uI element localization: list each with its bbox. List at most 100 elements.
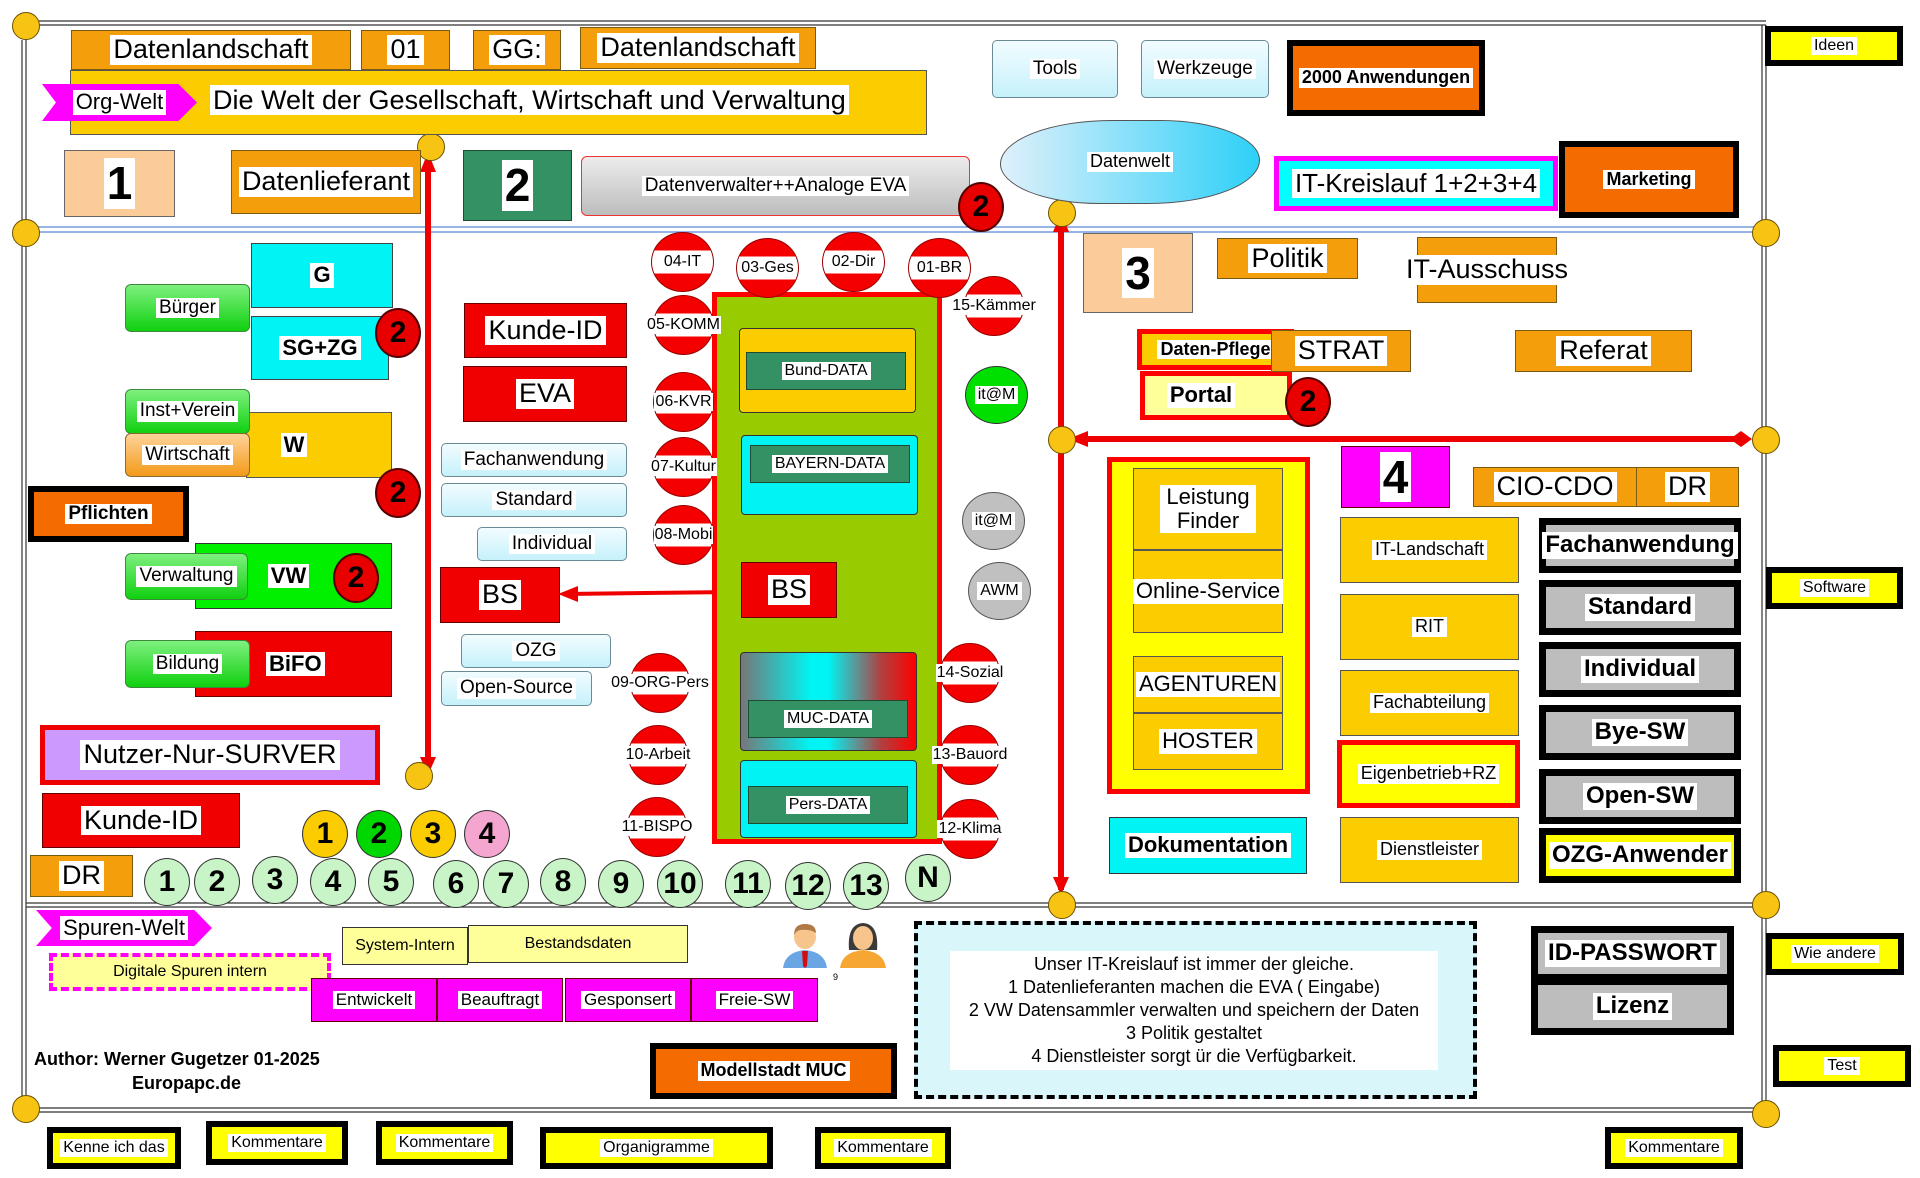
kind-entwickelt[interactable]: Entwickelt [311, 978, 437, 1022]
number-circle[interactable]: 2 [194, 858, 240, 906]
portal-box[interactable]: Portal [1140, 371, 1292, 420]
itm-gray-circle[interactable]: it@M [962, 492, 1025, 550]
wie-andere-tag[interactable]: Wie andere [1766, 933, 1904, 975]
dept-11-bispo[interactable]: 11-BISPO [620, 797, 694, 857]
kind-gesponsert[interactable]: Gesponsert [565, 978, 691, 1022]
dept-03-ges[interactable]: 03-Ges [736, 238, 799, 298]
online-service-box[interactable]: Online-Service [1132, 550, 1284, 633]
app-fachanwendung[interactable]: Fachanwendung [441, 443, 627, 477]
cio-cdo-box[interactable]: CIO-CDO [1473, 467, 1637, 507]
number-circle[interactable]: 6 [433, 860, 479, 908]
test-tag[interactable]: Test [1773, 1045, 1911, 1087]
hoster-box[interactable]: HOSTER [1133, 713, 1283, 770]
number-circle[interactable]: 1 [144, 858, 190, 906]
provider-eigenbetrieb[interactable]: Eigenbetrieb+RZ [1337, 740, 1520, 808]
org-welt-tag[interactable]: Org-Welt [42, 84, 197, 121]
bestandsdaten-box[interactable]: Bestandsdaten [468, 925, 688, 963]
number-circle[interactable]: 10 [657, 860, 703, 908]
number-circle[interactable]: 11 [725, 860, 771, 908]
w-box[interactable]: W [246, 412, 392, 478]
agenturen-box[interactable]: AGENTUREN [1133, 656, 1283, 713]
open-source-button[interactable]: Open-Source [441, 671, 592, 706]
digitale-spuren-box[interactable]: Digitale Spuren intern [49, 953, 331, 991]
provider-it-landschaft[interactable]: IT-Landschaft [1340, 517, 1519, 583]
kommentare-button[interactable]: Kommentare [815, 1127, 951, 1169]
itm-green-circle[interactable]: it@M [965, 366, 1028, 424]
dept-10-arbeit[interactable]: 10-Arbeit [624, 725, 692, 785]
strat-box[interactable]: STRAT [1271, 330, 1411, 372]
kunde-id-mid-box[interactable]: Kunde-ID [464, 303, 627, 358]
modellstadt-box[interactable]: Modellstadt MUC [650, 1043, 897, 1099]
kind-beauftragt[interactable]: Beauftragt [437, 978, 563, 1022]
dept-15-kaemmer[interactable]: 15-Kämmer [951, 276, 1037, 336]
ozg-button[interactable]: OZG [461, 634, 611, 668]
dept-13-bauord[interactable]: 13-Bauord [931, 725, 1009, 785]
kommentare-button[interactable]: Kommentare [1605, 1127, 1743, 1169]
number-circle[interactable]: 12 [785, 862, 831, 910]
number-circle[interactable]: 3 [252, 856, 298, 904]
verwaltung-button[interactable]: Verwaltung [125, 553, 248, 600]
dokumentation-box[interactable]: Dokumentation [1109, 817, 1307, 874]
datenwelt-cloud[interactable]: Datenwelt [1000, 120, 1260, 204]
id-passwort-box[interactable]: ID-PASSWORT [1531, 926, 1734, 981]
dept-04-it[interactable]: 04-IT [651, 232, 714, 292]
sgzg-box[interactable]: SG+ZG [251, 316, 389, 380]
dept-07-kultur[interactable]: 07-Kultur [650, 437, 717, 497]
dept-01-br[interactable]: 01-BR [908, 238, 971, 298]
bs-left-box[interactable]: BS [440, 567, 560, 623]
eva-box[interactable]: EVA [463, 366, 627, 422]
number-circle[interactable]: 9 [598, 860, 644, 908]
tools-button[interactable]: Tools [992, 40, 1118, 98]
kind-freie-sw[interactable]: Freie-SW [691, 978, 818, 1022]
dept-02-dir[interactable]: 02-Dir [822, 232, 885, 292]
sw-fachanwendung[interactable]: Fachanwendung [1539, 518, 1741, 573]
number-circle[interactable]: 8 [540, 858, 586, 906]
daten-pflege-box[interactable]: Daten-Pflege [1137, 329, 1294, 370]
app-standard[interactable]: Standard [441, 483, 627, 517]
ideen-tag[interactable]: Ideen [1765, 26, 1903, 66]
inst-verein-button[interactable]: Inst+Verein [125, 389, 250, 434]
buerger-button[interactable]: Bürger [125, 284, 250, 332]
kunde-id-left-box[interactable]: Kunde-ID [42, 793, 240, 848]
sw-ozg-anwender[interactable]: OZG-Anwender [1539, 828, 1741, 883]
g-box[interactable]: G [251, 243, 393, 308]
dept-08-mobi[interactable]: 08-Mobi [653, 505, 714, 565]
dr-left-box[interactable]: DR [30, 855, 133, 897]
kenne-ich-das-button[interactable]: Kenne ich das [47, 1127, 181, 1169]
dept-09-org-pers[interactable]: 09-ORG-Pers [610, 653, 710, 713]
software-tag[interactable]: Software [1766, 567, 1903, 609]
dr-right-box[interactable]: DR [1636, 467, 1739, 507]
spuren-welt-tag[interactable]: Spuren-Welt [36, 910, 212, 946]
bund-data-box[interactable]: Bund-DATA [746, 352, 906, 390]
politik-box[interactable]: Politik [1217, 238, 1358, 279]
sw-open-sw[interactable]: Open-SW [1539, 769, 1741, 824]
dept-12-klima[interactable]: 12-Klima [937, 799, 1003, 859]
it-ausschuss-box[interactable]: IT-Ausschuss [1402, 237, 1572, 303]
pflichten-box[interactable]: Pflichten [28, 486, 189, 542]
leistung-finder-box[interactable]: Leistung Finder [1133, 468, 1283, 550]
bs-right-box[interactable]: BS [741, 562, 837, 618]
lizenz-box[interactable]: Lizenz [1531, 978, 1734, 1035]
number-circle[interactable]: 13 [843, 862, 889, 910]
system-intern-box[interactable]: System-Intern [342, 927, 468, 965]
number-circle[interactable]: N [905, 854, 951, 902]
number-circle[interactable]: 4 [310, 858, 356, 906]
kommentare-button[interactable]: Kommentare [206, 1121, 348, 1165]
werkzeuge-button[interactable]: Werkzeuge [1141, 40, 1269, 98]
sw-individual[interactable]: Individual [1539, 642, 1741, 697]
number-circle[interactable]: 7 [483, 860, 529, 908]
organigramme-button[interactable]: Organigramme [540, 1127, 773, 1169]
awm-circle[interactable]: AWM [968, 562, 1031, 620]
nutzer-box[interactable]: Nutzer-Nur-SURVER [40, 725, 380, 785]
provider-fachabteilung[interactable]: Fachabteilung [1340, 670, 1519, 736]
kommentare-button[interactable]: Kommentare [376, 1121, 513, 1165]
provider-rit[interactable]: RIT [1340, 594, 1519, 660]
dept-05-komm[interactable]: 05-KOMM [646, 295, 721, 355]
app-individual[interactable]: Individual [477, 527, 627, 561]
wirtschaft-button[interactable]: Wirtschaft [125, 433, 250, 477]
number-circle[interactable]: 5 [368, 858, 414, 906]
provider-dienstleister[interactable]: Dienstleister [1340, 817, 1519, 883]
bayern-data-box[interactable]: BAYERN-DATA [750, 445, 910, 483]
sw-bye-sw[interactable]: Bye-SW [1539, 705, 1741, 760]
marketing-box[interactable]: Marketing [1559, 141, 1739, 218]
